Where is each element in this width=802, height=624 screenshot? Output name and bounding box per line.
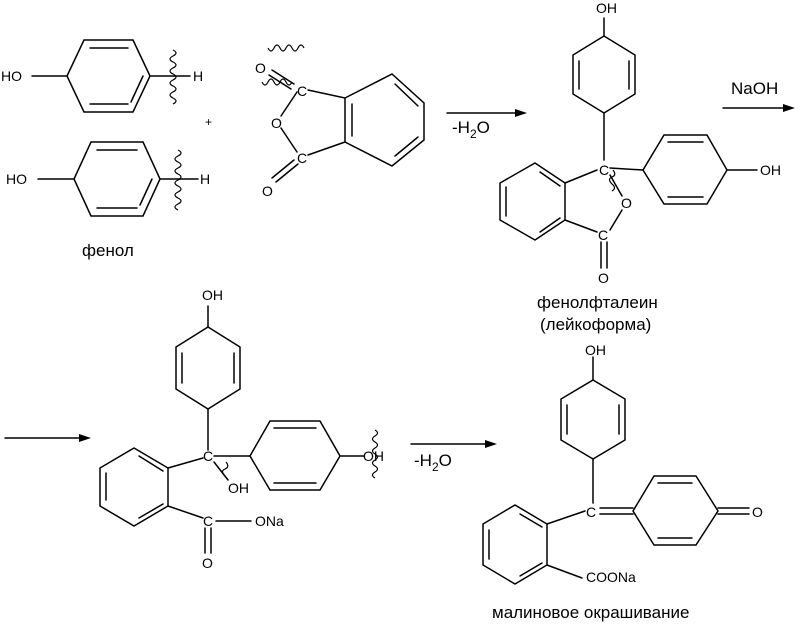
phenol-molecule-bottom: HO H фенол: [6, 141, 210, 260]
hydroxyl-label: HO: [6, 171, 27, 187]
oxygen-label: O: [621, 195, 632, 211]
crimson-caption: малиновое окрашивание: [492, 603, 689, 622]
phthalic-anhydride: O C O C O: [255, 44, 425, 199]
naoh-label: NaOH: [731, 79, 778, 98]
hydrogen-label: H: [200, 171, 210, 187]
reaction-arrow-continuation: [4, 434, 91, 442]
quinoid-colored-form: OH C O COONa малиновое окрашивание: [482, 342, 763, 622]
phenolphthalein-caption: фенолфталеин: [537, 293, 658, 312]
oxygen-label: O: [752, 504, 763, 520]
carbon-label: C: [598, 227, 608, 243]
hydroxyl-label: OH: [585, 342, 606, 358]
reaction-arrow-3: -H2O: [410, 440, 497, 474]
hydrogen-label: H: [193, 68, 203, 84]
water-loss-label: -H2O: [414, 451, 452, 474]
carbon-label: C: [297, 150, 307, 166]
reaction-arrow-naoh: NaOH: [722, 79, 795, 112]
oxygen-label: O: [255, 60, 266, 76]
hydroxyl-label: OH: [363, 448, 384, 464]
oxygen-label: O: [598, 270, 609, 286]
phenol-caption: фенол: [82, 241, 134, 260]
carbon-label: C: [586, 504, 596, 520]
sodium-oxide-label: ONa: [255, 513, 284, 529]
carbon-label: C: [203, 448, 213, 464]
carbon-label: C: [297, 83, 307, 99]
hydroxyl-label: OH: [228, 480, 249, 496]
hydroxyl-label: HO: [1, 68, 22, 84]
reaction-arrow-1: -H2O: [446, 109, 527, 141]
phenolphthalein-leucoform: OH C O C O OH фенолфталеин (лейкоформа): [499, 0, 781, 334]
phenol-molecule-top: HO H: [1, 39, 203, 113]
oxygen-label: O: [271, 115, 282, 131]
hydroxyl-label: OH: [760, 162, 781, 178]
carbon-label: C: [203, 513, 213, 529]
carbinol-intermediate: OH C OH OH C ONa O: [99, 287, 384, 571]
oxygen-label: O: [202, 555, 213, 571]
hydroxyl-label: OH: [202, 287, 223, 303]
carboxylate-label: COONa: [586, 569, 636, 585]
oxygen-label: O: [262, 183, 273, 199]
carbon-label: C: [599, 162, 609, 178]
leucoform-caption: (лейкоформа): [540, 315, 651, 334]
water-loss-label: -H2O: [452, 118, 490, 141]
hydroxyl-label: OH: [596, 0, 617, 16]
plus-sign: +: [205, 115, 212, 129]
